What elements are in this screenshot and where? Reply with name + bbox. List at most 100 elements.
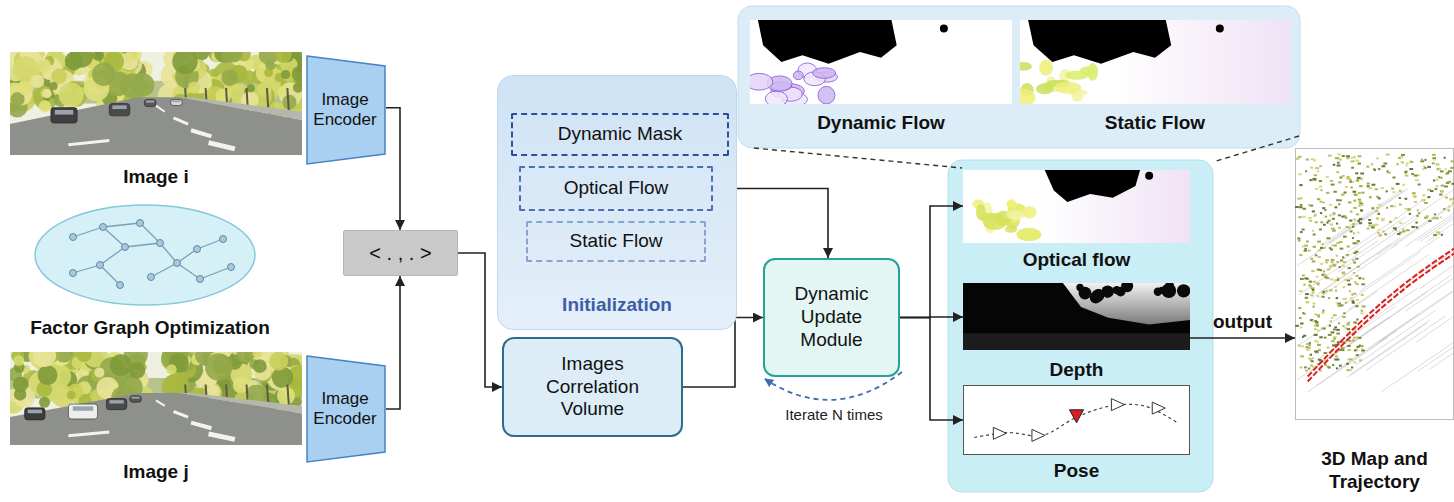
map-point — [1312, 210, 1315, 212]
tree-foliage — [14, 355, 25, 366]
map-point — [1342, 298, 1346, 300]
map-point — [1322, 296, 1325, 298]
map-point — [1348, 340, 1351, 342]
map-point — [1295, 206, 1299, 208]
map-point — [1411, 173, 1414, 175]
tree-foliage — [237, 352, 256, 363]
map-point — [1336, 302, 1338, 304]
map-point — [1299, 317, 1302, 319]
node-label: Initialization — [562, 294, 672, 317]
map-point — [1340, 259, 1343, 261]
road — [10, 97, 302, 155]
map-point — [1404, 208, 1406, 210]
node-label: Image Encoder — [309, 389, 381, 430]
map-point — [1351, 157, 1353, 159]
map-point — [1451, 160, 1454, 162]
map-point — [1326, 192, 1329, 194]
car-window — [112, 105, 126, 109]
map-point — [1448, 206, 1451, 208]
map-point — [1314, 215, 1316, 217]
map-point — [1319, 336, 1322, 338]
map-point — [1318, 359, 1321, 361]
figure-panel: 3D Map and Trajectory — [1295, 148, 1454, 494]
map-point — [1434, 213, 1436, 215]
map-point — [1331, 331, 1335, 333]
map-point — [1300, 278, 1304, 280]
map-point — [1354, 281, 1356, 283]
map-point — [1309, 342, 1311, 344]
node-label: Static Flow — [1020, 112, 1290, 135]
graph-edge — [197, 239, 223, 249]
map-point — [1440, 190, 1443, 192]
map-point — [1347, 178, 1349, 180]
map-point — [1356, 283, 1359, 285]
map-point — [1331, 244, 1334, 246]
map-point — [1352, 339, 1355, 341]
map-point — [1394, 205, 1396, 207]
map-point — [1316, 276, 1319, 278]
map-point — [1347, 279, 1350, 281]
map-point — [1432, 154, 1435, 156]
map-point — [1418, 183, 1421, 185]
map-point — [1353, 200, 1356, 202]
map-point — [1346, 155, 1350, 157]
map-point — [1359, 277, 1362, 279]
map-point — [1401, 154, 1405, 156]
connector-arrow — [1190, 337, 1295, 339]
map-point — [1350, 161, 1352, 163]
map-point — [1338, 227, 1341, 229]
map-point — [1393, 227, 1397, 229]
map-point — [1309, 285, 1311, 287]
map-point — [1353, 232, 1355, 234]
map-point — [1345, 186, 1348, 188]
map-point — [1353, 362, 1356, 364]
tree-foliage — [269, 352, 288, 371]
static-blob — [1039, 60, 1053, 76]
map-point — [1441, 177, 1443, 179]
map-point — [1355, 172, 1358, 174]
map-point — [1317, 344, 1321, 346]
map-point — [1316, 322, 1318, 324]
tree-foliage — [92, 63, 115, 86]
map-point — [1352, 191, 1356, 193]
map-point — [1357, 155, 1361, 157]
map-point — [1341, 216, 1344, 218]
illustration — [10, 52, 302, 155]
map-point — [1406, 229, 1410, 231]
map-point — [1326, 176, 1329, 178]
map-point — [1310, 354, 1312, 356]
map-point — [1310, 167, 1312, 169]
map-point — [1424, 202, 1428, 204]
flow-blob — [1006, 210, 1024, 220]
map-point — [1327, 268, 1330, 270]
map-point — [1452, 202, 1454, 204]
map-ground — [1296, 149, 1454, 420]
map-point — [1361, 294, 1364, 296]
lane-mark — [174, 118, 189, 124]
map-point — [1309, 281, 1313, 283]
map-point — [1352, 242, 1356, 244]
figure-panel: Image j — [10, 352, 302, 484]
graph-edge — [103, 227, 125, 247]
connector-arrow — [386, 108, 400, 230]
map-point — [1452, 183, 1454, 185]
map-point — [1323, 224, 1326, 226]
map-streak — [1299, 241, 1379, 295]
map-point — [1348, 267, 1351, 269]
map-point — [1357, 240, 1360, 242]
map-point — [1319, 180, 1322, 182]
map-point — [1436, 217, 1438, 219]
map-point — [1333, 245, 1336, 247]
static-blob — [1071, 92, 1083, 101]
lane-mark — [174, 412, 189, 418]
map-point — [1421, 158, 1423, 160]
map-point — [1395, 217, 1398, 219]
map-point — [1361, 310, 1363, 312]
map-point — [1376, 218, 1379, 220]
map-point — [1322, 207, 1325, 209]
map-point — [1317, 241, 1321, 243]
map-point — [1317, 170, 1319, 172]
process-box: Images Correlation Volume — [502, 337, 683, 437]
map-point — [1409, 168, 1413, 170]
map-point — [1305, 293, 1309, 295]
